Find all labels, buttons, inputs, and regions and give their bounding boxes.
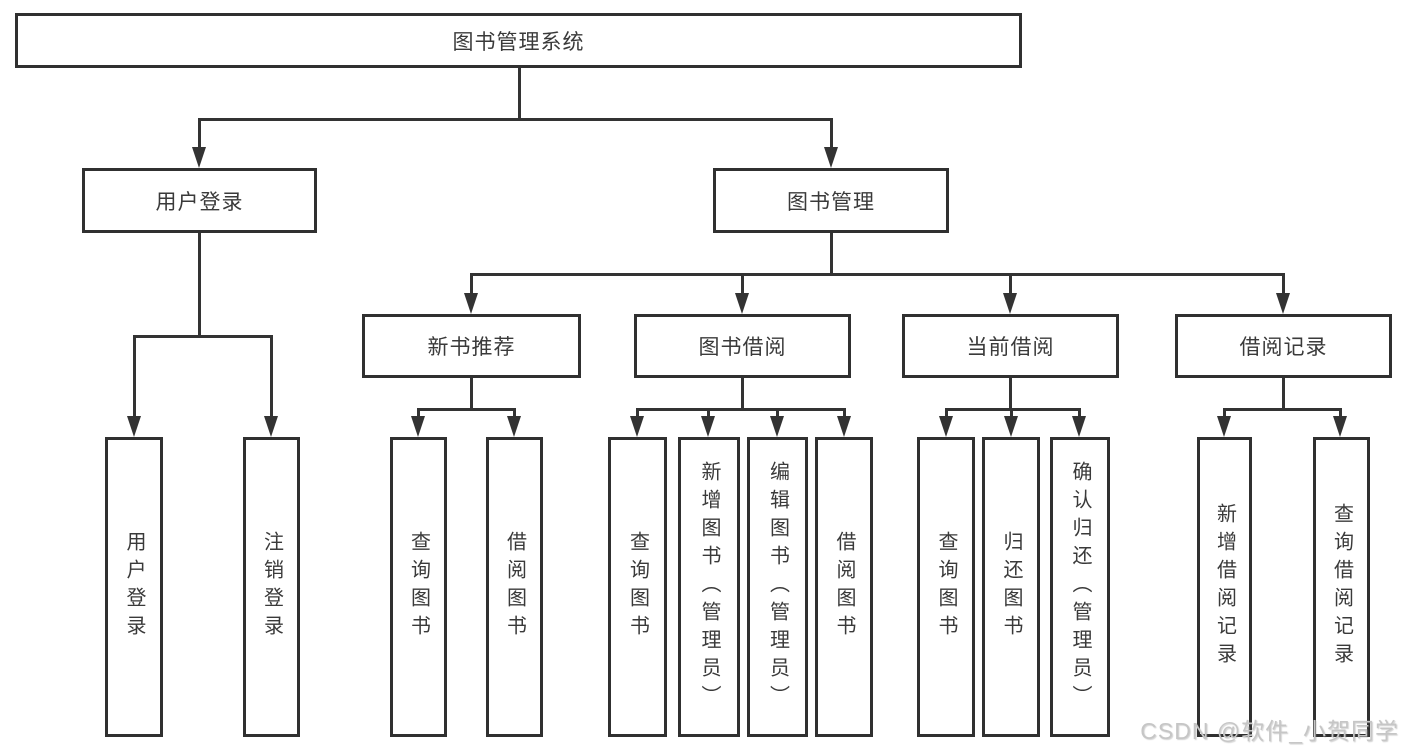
connector-line	[1223, 408, 1342, 411]
leaf-newbook-borrow: 借阅图书	[486, 437, 543, 737]
node-new-book-recommend: 新书推荐	[362, 314, 581, 378]
node-book-management-label: 图书管理	[787, 190, 875, 214]
connector-line	[830, 118, 833, 152]
arrowhead-down	[701, 416, 715, 437]
node-book-borrow-label: 图书借阅	[698, 336, 787, 359]
connector-line	[518, 68, 521, 121]
leaf-current-query: 查询图书	[917, 437, 975, 737]
arrowhead-down	[939, 416, 953, 437]
leaf-current-query-label: 查询图书	[935, 531, 957, 643]
leaf-record-query: 查询借阅记录	[1313, 437, 1370, 737]
connector-line	[1223, 408, 1226, 420]
leaf-borrow-add-admin: 新增图书（管理员）	[678, 437, 740, 737]
node-borrow-records-label: 借阅记录	[1239, 336, 1328, 359]
node-current-borrow: 当前借阅	[902, 314, 1119, 378]
leaf-user-login: 用户登录	[105, 437, 163, 737]
connector-line	[1009, 273, 1012, 296]
connector-line	[133, 335, 273, 338]
connector-line	[1078, 408, 1081, 420]
node-book-borrow: 图书借阅	[634, 314, 851, 378]
leaf-newbook-query-label: 查询图书	[407, 531, 430, 643]
connector-line	[741, 273, 744, 296]
connector-line	[945, 408, 1081, 411]
connector-line	[417, 408, 420, 420]
arrowhead-down	[127, 416, 141, 437]
leaf-logout-label: 注销登录	[260, 531, 283, 643]
leaf-borrow-book-label: 借阅图书	[833, 531, 855, 643]
leaf-borrow-edit-admin-label: 编辑图书（管理员）	[766, 461, 789, 713]
arrowhead-down	[507, 416, 521, 437]
node-user-login-label: 用户登录	[155, 190, 244, 214]
leaf-newbook-borrow-label: 借阅图书	[503, 531, 526, 643]
leaf-borrow-add-admin-label: 新增图书（管理员）	[698, 461, 720, 713]
arrowhead-down	[411, 416, 425, 437]
connector-line	[776, 408, 779, 420]
arrowhead-down	[824, 147, 838, 168]
leaf-user-login-label: 用户登录	[123, 531, 145, 643]
connector-line	[843, 408, 846, 420]
node-root: 图书管理系统	[15, 13, 1022, 68]
connector-line	[1282, 273, 1285, 296]
connector-line	[470, 378, 473, 411]
arrowhead-down	[837, 416, 851, 437]
arrowhead-down	[630, 416, 644, 437]
leaf-record-query-label: 查询借阅记录	[1330, 503, 1353, 671]
connector-line	[133, 335, 136, 419]
leaf-record-add-label: 新增借阅记录	[1213, 503, 1236, 671]
connector-line	[636, 408, 639, 420]
leaf-current-return-label: 归还图书	[1000, 531, 1022, 643]
node-user-login: 用户登录	[82, 168, 317, 233]
leaf-current-confirm-admin: 确认归还（管理员）	[1050, 437, 1110, 737]
node-current-borrow-label: 当前借阅	[966, 336, 1055, 359]
connector-line	[636, 408, 845, 411]
arrowhead-down	[1003, 293, 1017, 314]
node-book-management: 图书管理	[713, 168, 949, 233]
arrowhead-down	[735, 293, 749, 314]
leaf-borrow-query-label: 查询图书	[626, 531, 649, 643]
leaf-record-add: 新增借阅记录	[1197, 437, 1252, 737]
leaf-current-confirm-admin-label: 确认归还（管理员）	[1069, 461, 1091, 713]
connector-line	[270, 335, 273, 419]
connector-line	[198, 118, 201, 152]
arrowhead-down	[1217, 416, 1231, 437]
leaf-borrow-query: 查询图书	[608, 437, 667, 737]
connector-line	[741, 378, 744, 411]
leaf-borrow-book: 借阅图书	[815, 437, 873, 737]
arrowhead-down	[770, 416, 784, 437]
connector-line	[707, 408, 710, 420]
arrowhead-down	[1072, 416, 1086, 437]
connector-line	[1009, 378, 1012, 411]
arrowhead-down	[264, 416, 278, 437]
connector-line	[417, 408, 515, 411]
connector-line	[830, 233, 833, 276]
arrowhead-down	[1276, 293, 1290, 314]
connector-line	[470, 273, 1284, 276]
connector-line	[198, 233, 201, 338]
csdn-watermark: CSDN @软件_小贺同学	[1140, 718, 1399, 744]
leaf-current-return: 归还图书	[982, 437, 1040, 737]
node-root-label: 图书管理系统	[452, 30, 585, 54]
arrowhead-down	[1004, 416, 1018, 437]
leaf-borrow-edit-admin: 编辑图书（管理员）	[747, 437, 808, 737]
connector-line	[945, 408, 948, 420]
connector-line	[1282, 378, 1285, 411]
node-borrow-records: 借阅记录	[1175, 314, 1392, 378]
connector-line	[198, 118, 832, 121]
node-new-book-recommend-label: 新书推荐	[427, 336, 516, 359]
arrowhead-down	[464, 293, 478, 314]
connector-line	[1339, 408, 1342, 420]
connector-line	[470, 273, 473, 296]
leaf-logout: 注销登录	[243, 437, 300, 737]
arrowhead-down	[192, 147, 206, 168]
connector-line	[513, 408, 516, 420]
connector-line	[1010, 408, 1013, 420]
leaf-newbook-query: 查询图书	[390, 437, 447, 737]
arrowhead-down	[1333, 416, 1347, 437]
